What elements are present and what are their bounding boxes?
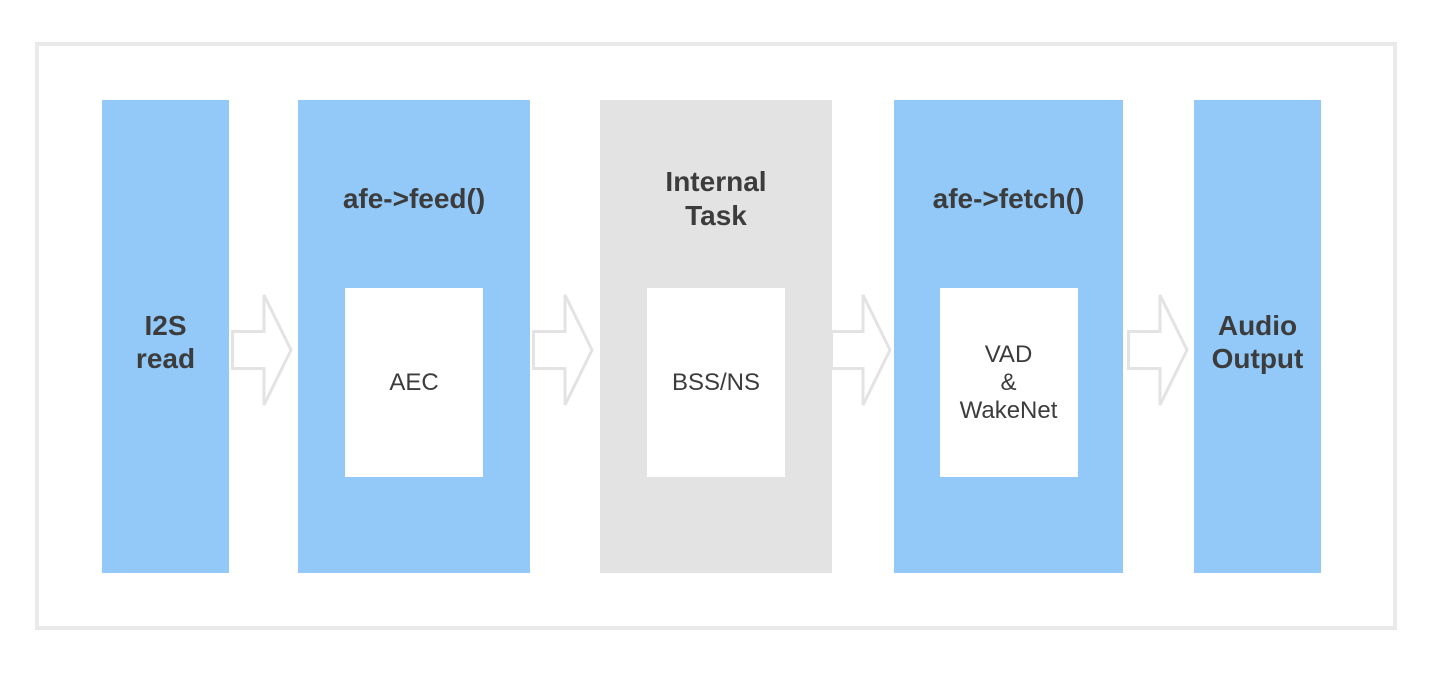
stage-label-line: Audio (1217, 309, 1298, 341)
stage-title-line: Internal (665, 166, 767, 197)
inner-box-line: WakeNet (959, 396, 1058, 424)
stage-label-line: read (135, 342, 196, 374)
stage-audio-output-label: Audio Output (1194, 100, 1321, 573)
inner-box-vad-wakenet: VAD & WakeNet (939, 288, 1078, 477)
flow-arrow-right-icon (1127, 294, 1189, 406)
stage-title-line: afe->feed() (342, 183, 486, 214)
stage-title-line: Task (685, 200, 747, 231)
stage-i2s-read-label: I2S read (102, 100, 229, 573)
inner-box-aec: AEC (345, 288, 483, 477)
stage-internal-task: Internal Task BSS/NS (600, 100, 832, 573)
inner-box-line: & (1000, 368, 1017, 396)
stage-afe-fetch: afe->fetch() VAD & WakeNet (894, 100, 1123, 573)
stage-afe-fetch-title: afe->fetch() (894, 164, 1123, 234)
stage-audio-output: Audio Output (1194, 100, 1321, 573)
stage-afe-feed: afe->feed() AEC (298, 100, 530, 573)
flow-arrow-right-icon (532, 294, 594, 406)
stage-title-line: afe->fetch() (932, 183, 1085, 214)
stage-i2s-read: I2S read (102, 100, 229, 573)
flow-arrow-right-icon (231, 294, 293, 406)
inner-box-line: VAD (984, 340, 1033, 368)
stage-label-line: I2S (144, 309, 187, 341)
inner-box-bss-ns: BSS/NS (647, 288, 785, 477)
stage-internal-task-title: Internal Task (600, 164, 832, 234)
stage-label-line: Output (1211, 342, 1304, 374)
inner-box-line: BSS/NS (671, 368, 761, 396)
flow-arrow-right-icon (830, 294, 892, 406)
stage-afe-feed-title: afe->feed() (298, 164, 530, 234)
inner-box-line: AEC (389, 368, 439, 396)
